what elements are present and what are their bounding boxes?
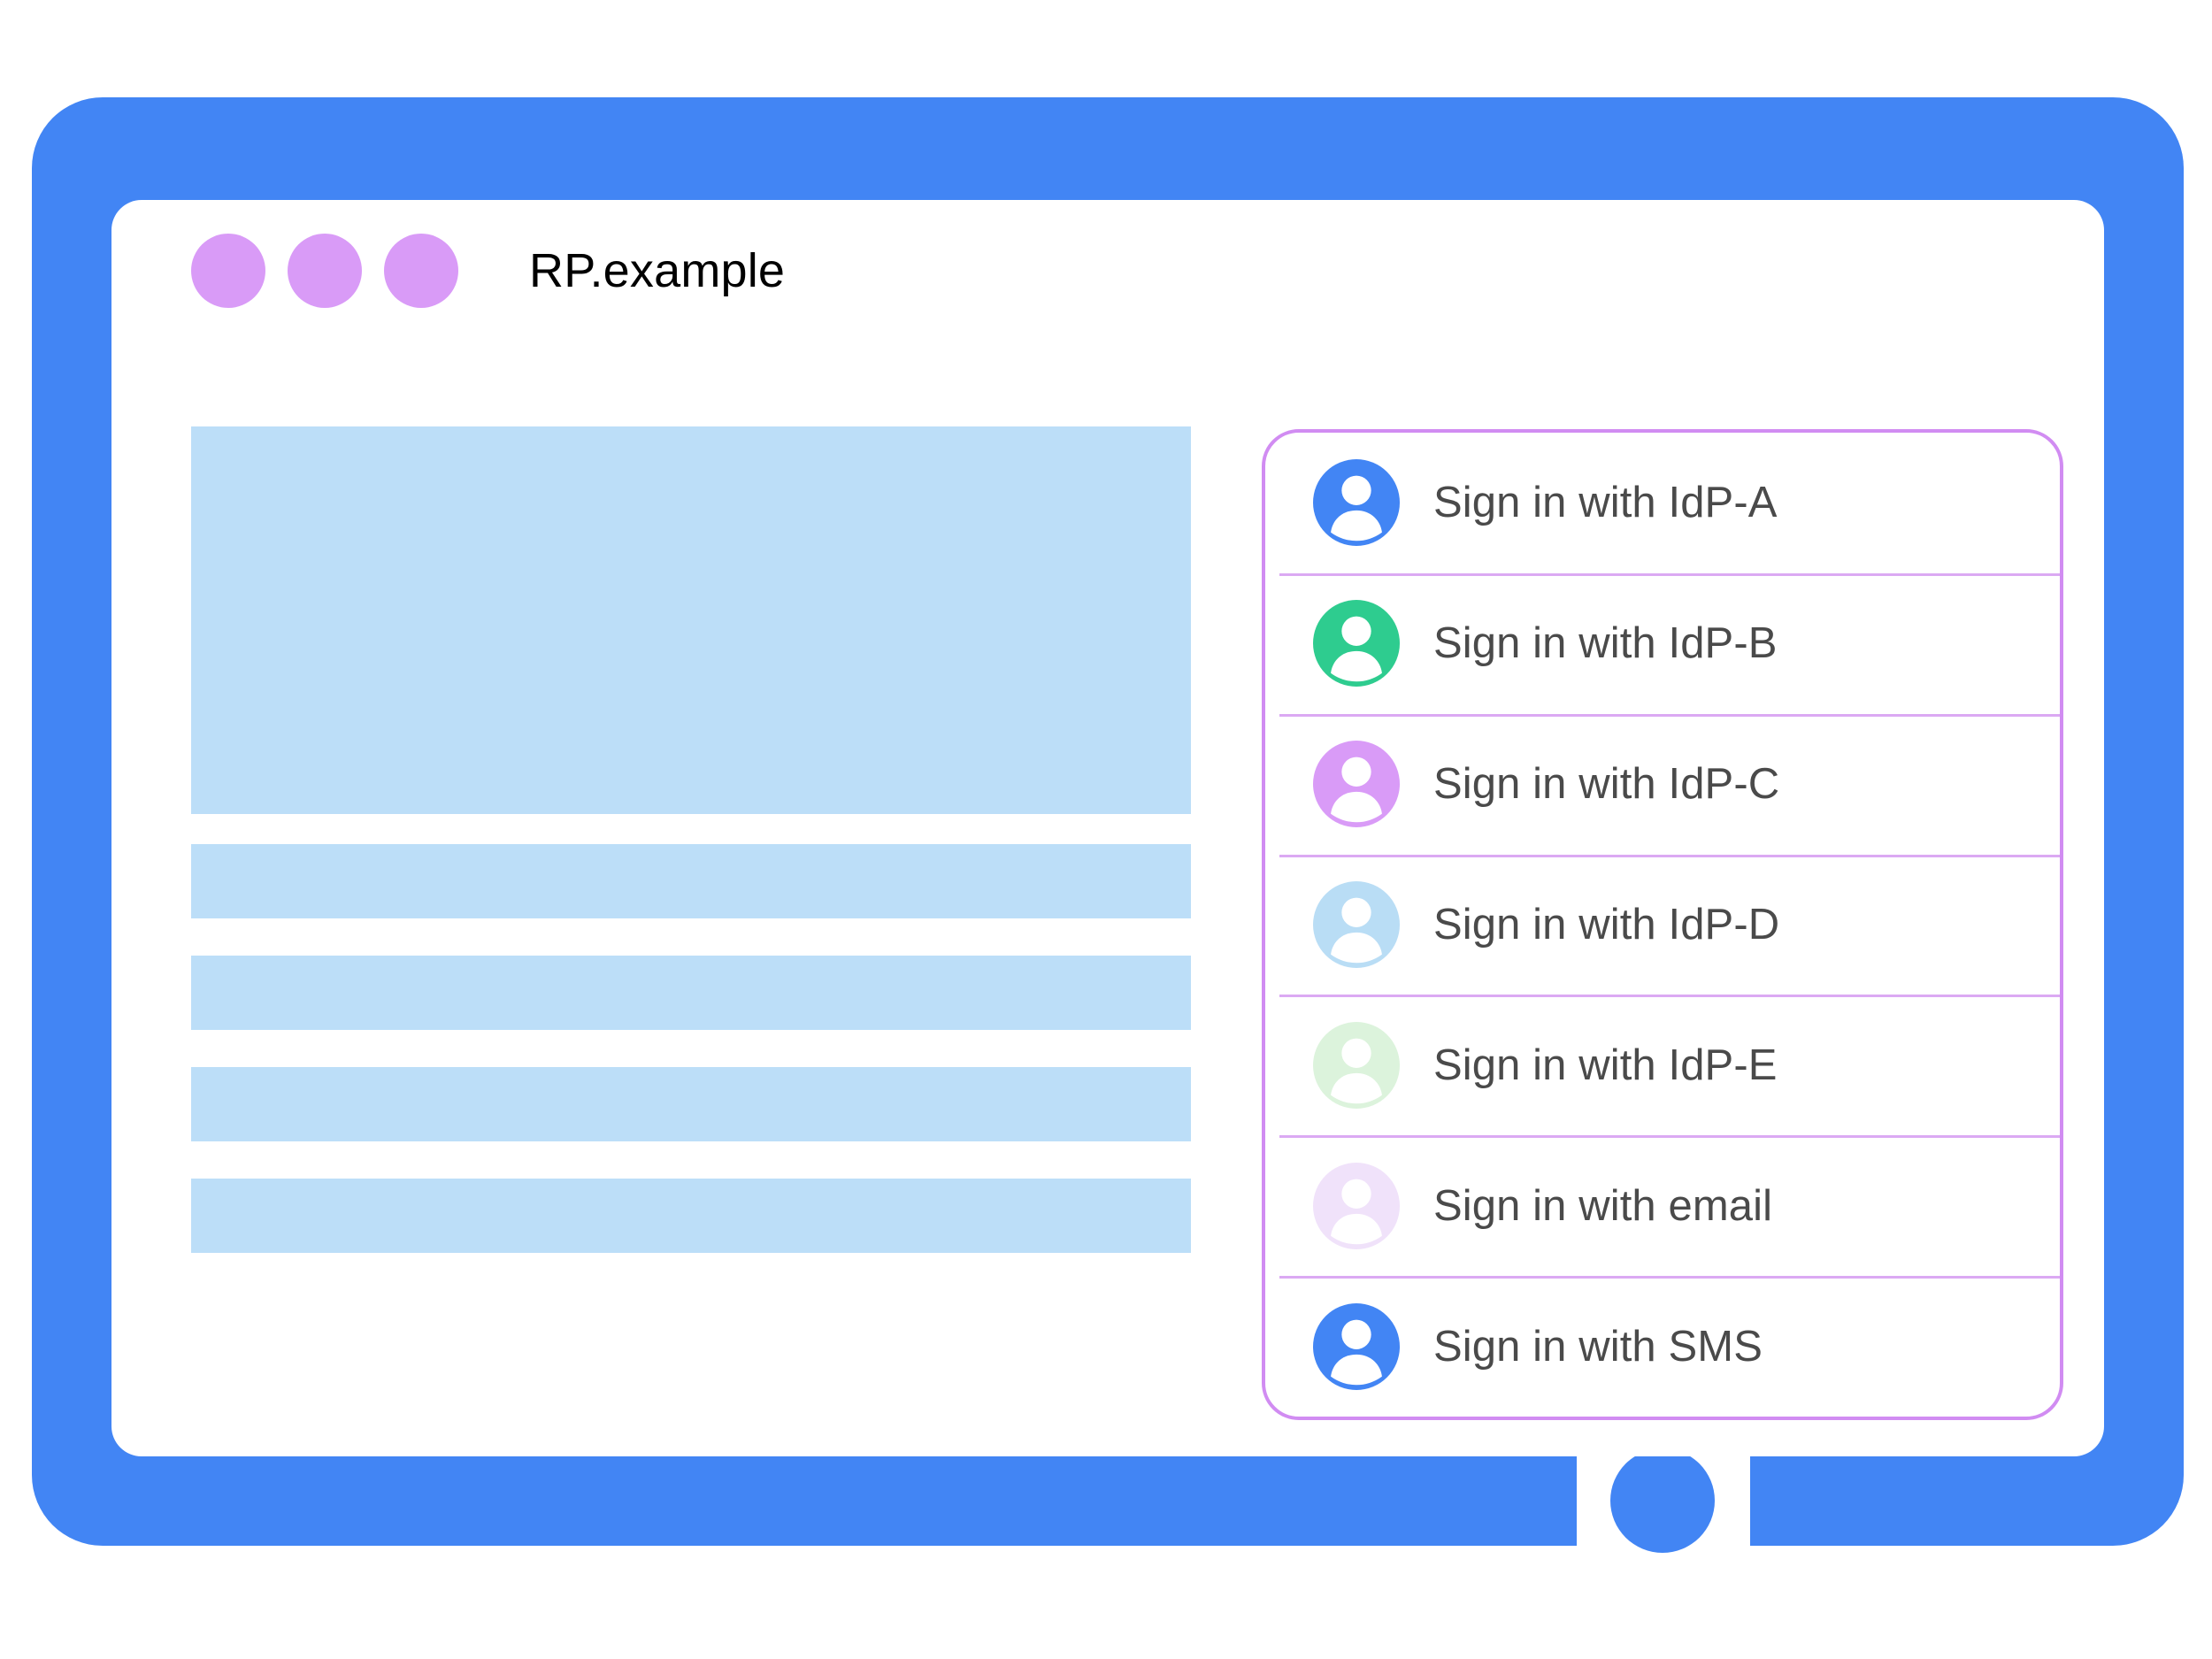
account-row[interactable]: Sign in with IdP-B xyxy=(1265,572,2060,714)
content-line-placeholder-3 xyxy=(191,1067,1191,1141)
page-content-placeholders xyxy=(191,426,1191,1253)
account-row[interactable]: Sign in with IdP-A xyxy=(1265,433,2060,573)
content-line-placeholder-1 xyxy=(191,844,1191,918)
page-title: RP.example xyxy=(529,244,786,297)
account-list: Sign in with IdP-A Sign in with IdP-B Sign… xyxy=(1265,433,2060,1417)
account-row[interactable]: Sign in with IdP-E xyxy=(1265,995,2060,1135)
avatar-idp-c-icon xyxy=(1313,741,1400,828)
window-dot-1[interactable] xyxy=(191,234,265,308)
account-label: Sign in with IdP-E xyxy=(1433,1041,1778,1089)
window-dot-2[interactable] xyxy=(288,234,362,308)
content-line-placeholder-4 xyxy=(191,1179,1191,1253)
avatar-sms-icon xyxy=(1313,1302,1400,1390)
account-label: Sign in with IdP-B xyxy=(1433,619,1778,668)
content-hero-placeholder xyxy=(191,426,1191,814)
avatar-idp-a-icon xyxy=(1313,459,1400,547)
account-row[interactable]: Sign in with email xyxy=(1265,1135,2060,1276)
account-label: Sign in with IdP-A xyxy=(1433,479,1778,527)
window-dot-3[interactable] xyxy=(384,234,458,308)
account-chooser-dialog: Sign in with IdP-A Sign in with IdP-B Sign… xyxy=(1262,429,2063,1420)
avatar-idp-e-icon xyxy=(1313,1021,1400,1109)
home-button[interactable] xyxy=(1610,1448,1715,1553)
account-row[interactable]: Sign in with IdP-D xyxy=(1265,854,2060,995)
browser-titlebar: RP.example xyxy=(111,200,2104,342)
avatar-idp-b-icon xyxy=(1313,600,1400,687)
avatar-idp-d-icon xyxy=(1313,881,1400,968)
account-row[interactable]: Sign in with SMS xyxy=(1265,1276,2060,1417)
account-row[interactable]: Sign in with IdP-C xyxy=(1265,713,2060,855)
account-label: Sign in with email xyxy=(1433,1181,1773,1230)
account-label: Sign in with IdP-C xyxy=(1433,760,1780,809)
content-line-placeholder-2 xyxy=(191,956,1191,1030)
avatar-email-icon xyxy=(1313,1162,1400,1249)
account-label: Sign in with SMS xyxy=(1433,1322,1763,1371)
account-label: Sign in with IdP-D xyxy=(1433,901,1780,949)
